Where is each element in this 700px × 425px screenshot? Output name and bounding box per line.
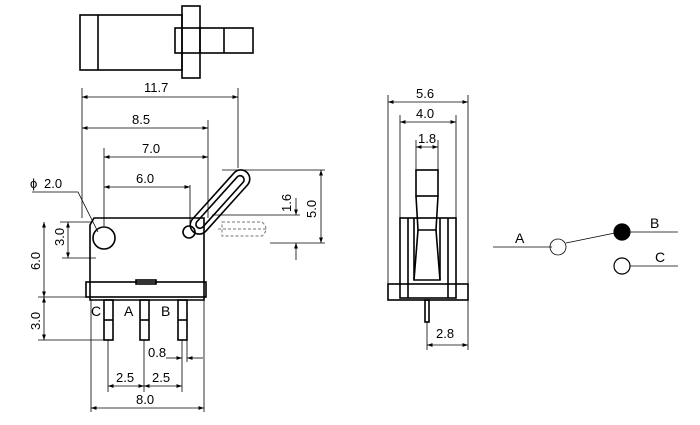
pin-label-b: B xyxy=(161,303,170,319)
svg-text:5.6: 5.6 xyxy=(416,86,434,101)
svg-text:4.0: 4.0 xyxy=(416,106,434,121)
svg-text:2.8: 2.8 xyxy=(436,326,454,341)
schematic-label-b: B xyxy=(650,215,659,231)
svg-text:3.0: 3.0 xyxy=(28,312,43,330)
contact-a-circle xyxy=(549,238,567,256)
top-view-bracket xyxy=(181,5,201,79)
top-view xyxy=(79,5,254,79)
lever-travel-outline xyxy=(221,221,267,237)
svg-text:3.0: 3.0 xyxy=(52,228,67,246)
side-pin xyxy=(424,299,430,323)
svg-text:2.5: 2.5 xyxy=(116,370,134,385)
front-view: C A B 11.7 8.5 7.0 6.0 ϕ 2 xyxy=(28,80,325,412)
pin-label-c: C xyxy=(91,303,101,319)
side-body xyxy=(399,217,457,299)
dim-hole-leader xyxy=(32,191,99,233)
schematic-label-a: A xyxy=(515,230,525,246)
mounting-hole xyxy=(92,226,116,250)
svg-text:1.6: 1.6 xyxy=(279,194,294,212)
svg-text:0.8: 0.8 xyxy=(148,345,166,360)
top-view-lever xyxy=(174,27,254,54)
svg-text:5.0: 5.0 xyxy=(304,200,319,218)
switch-schematic: A B C xyxy=(493,215,678,275)
svg-text:6.0: 6.0 xyxy=(28,252,43,270)
svg-text:8.0: 8.0 xyxy=(136,392,154,407)
contact-c-circle xyxy=(613,257,631,275)
svg-text:7.0: 7.0 xyxy=(142,141,160,156)
pin-label-a: A xyxy=(124,303,134,319)
svg-text:2.0: 2.0 xyxy=(44,176,62,191)
phi-symbol: ϕ xyxy=(30,176,37,191)
top-view-body xyxy=(79,14,183,71)
lever-pivot xyxy=(182,225,196,239)
svg-text:2.5: 2.5 xyxy=(152,370,170,385)
contact-b-circle xyxy=(613,223,631,241)
side-lever-top xyxy=(415,169,439,197)
svg-text:11.7: 11.7 xyxy=(144,80,168,95)
side-view: 5.6 4.0 1.8 2.8 xyxy=(387,86,469,350)
svg-text:8.5: 8.5 xyxy=(132,112,150,127)
switch-body xyxy=(89,217,205,301)
svg-text:6.0: 6.0 xyxy=(136,171,154,186)
svg-text:1.8: 1.8 xyxy=(418,131,436,146)
schematic-label-c: C xyxy=(655,249,665,265)
actuator-lever xyxy=(189,169,251,235)
schematic-switch-arm xyxy=(565,232,616,244)
